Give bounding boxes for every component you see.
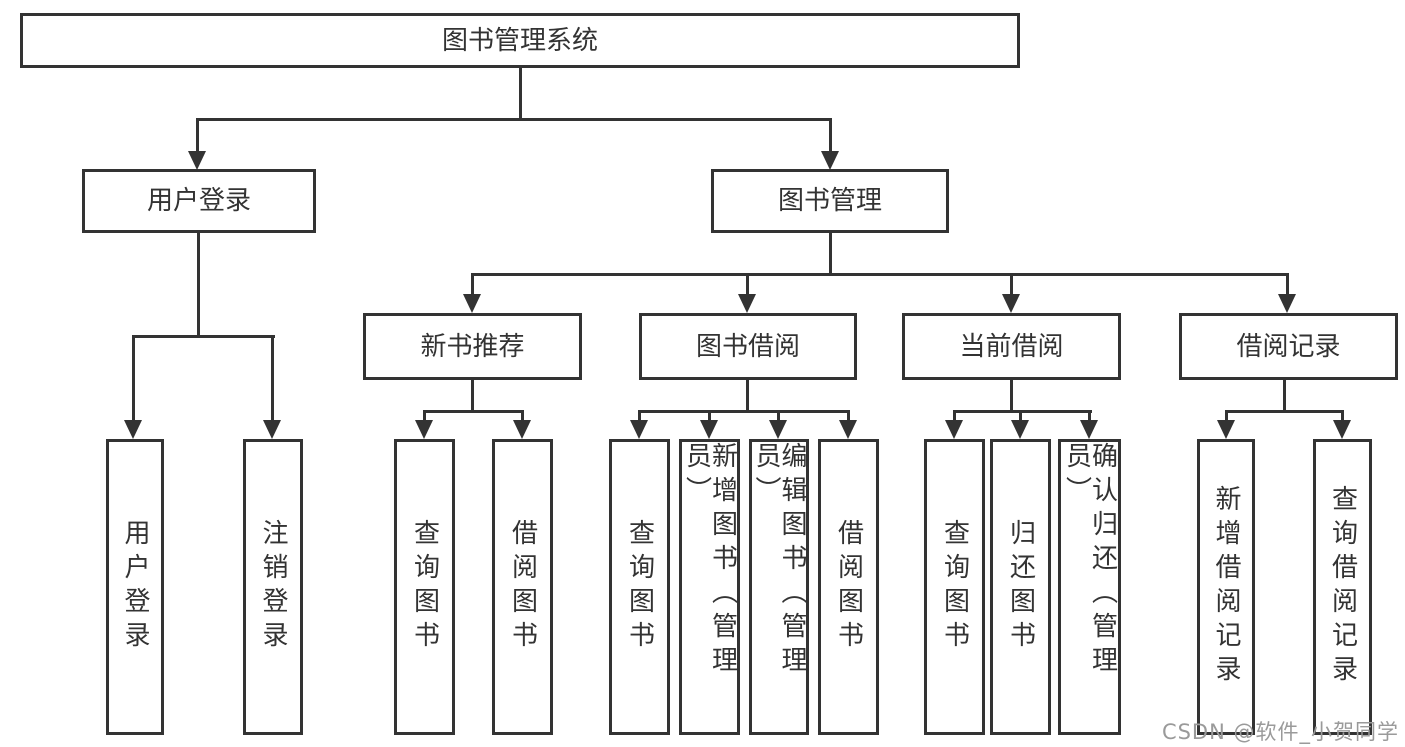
- node-book-borrowing: 图书借阅: [639, 313, 857, 380]
- connector-line: [471, 380, 474, 413]
- arrow-down-icon: [1011, 420, 1029, 439]
- connector-line: [271, 335, 274, 423]
- connector-line: [472, 273, 1289, 276]
- arrow-down-icon: [738, 294, 756, 313]
- connector-line: [777, 410, 780, 423]
- node-root: 图书管理系统: [20, 13, 1020, 68]
- node-new-book-recommendation: 新书推荐: [363, 313, 582, 380]
- arrow-down-icon: [769, 420, 787, 439]
- connector-line: [746, 273, 749, 297]
- connector-line: [521, 410, 524, 423]
- connector-line: [196, 118, 199, 154]
- connector-line: [423, 410, 524, 413]
- node-book-management: 图书管理: [711, 169, 949, 233]
- leaf-borrow-books-recommend: 借阅图书: [492, 439, 553, 735]
- connector-line: [953, 410, 1092, 413]
- connector-line: [953, 410, 956, 423]
- connector-line: [132, 335, 275, 338]
- connector-line: [1341, 410, 1344, 423]
- connector-line: [829, 233, 832, 276]
- connector-line: [197, 233, 200, 338]
- connector-line: [1225, 410, 1344, 413]
- connector-line: [1283, 380, 1286, 413]
- leaf-logout: 注销登录: [243, 439, 303, 735]
- connector-line: [746, 380, 749, 413]
- leaf-user-login: 用户登录: [106, 439, 164, 735]
- connector-line: [1088, 410, 1091, 423]
- leaf-confirm-return-admin: 确认归还（管理员）: [1058, 439, 1121, 735]
- arrow-down-icon: [1217, 420, 1235, 439]
- node-borrowing-records: 借阅记录: [1179, 313, 1398, 380]
- leaf-query-borrow-record: 查询借阅记录: [1313, 439, 1372, 735]
- leaf-return-books: 归还图书: [990, 439, 1051, 735]
- connector-line: [471, 273, 474, 297]
- arrow-down-icon: [124, 420, 142, 439]
- connector-line: [132, 335, 135, 423]
- arrow-down-icon: [700, 420, 718, 439]
- connector-line: [1010, 273, 1013, 297]
- arrow-down-icon: [821, 151, 839, 170]
- connector-line: [638, 410, 641, 423]
- arrow-down-icon: [1002, 294, 1020, 313]
- leaf-borrow-books: 借阅图书: [818, 439, 879, 735]
- leaf-query-books-current: 查询图书: [924, 439, 985, 735]
- arrow-down-icon: [1333, 420, 1351, 439]
- leaf-query-books-recommend: 查询图书: [394, 439, 455, 735]
- arrow-down-icon: [415, 420, 433, 439]
- arrow-down-icon: [1080, 420, 1098, 439]
- arrow-down-icon: [188, 151, 206, 170]
- connector-line: [638, 410, 850, 413]
- connector-line: [1225, 410, 1228, 423]
- connector-line: [829, 118, 832, 154]
- connector-line: [519, 68, 522, 120]
- arrow-down-icon: [263, 420, 281, 439]
- arrow-down-icon: [1278, 294, 1296, 313]
- watermark: CSDN @软件_小贺同学: [1161, 720, 1399, 744]
- connector-line: [423, 410, 426, 423]
- leaf-add-borrow-record: 新增借阅记录: [1197, 439, 1255, 735]
- leaf-edit-books-admin: 编辑图书（管理员）: [749, 439, 809, 735]
- arrow-down-icon: [463, 294, 481, 313]
- connector-line: [1286, 273, 1289, 297]
- connector-line: [708, 410, 711, 423]
- connector-line: [847, 410, 850, 423]
- arrow-down-icon: [513, 420, 531, 439]
- connector-line: [1019, 410, 1022, 423]
- node-user-login: 用户登录: [82, 169, 316, 233]
- arrow-down-icon: [630, 420, 648, 439]
- node-current-borrowing: 当前借阅: [902, 313, 1121, 380]
- leaf-add-books-admin: 新增图书（管理员）: [679, 439, 740, 735]
- arrow-down-icon: [839, 420, 857, 439]
- arrow-down-icon: [945, 420, 963, 439]
- connector-line: [197, 118, 832, 121]
- connector-line: [1010, 380, 1013, 413]
- leaf-query-books-borrow: 查询图书: [609, 439, 670, 735]
